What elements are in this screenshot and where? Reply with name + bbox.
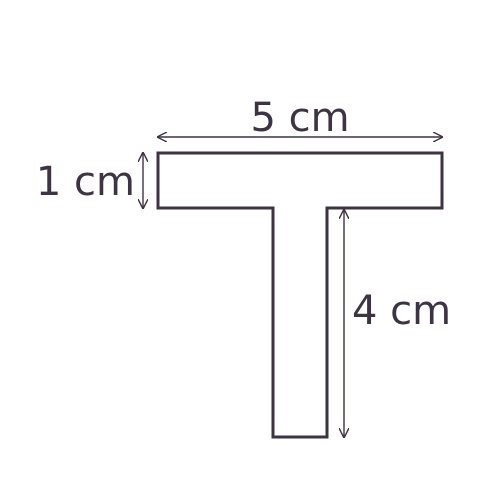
stem-height-label: 4 cm bbox=[352, 288, 451, 334]
t-shape-outline bbox=[156, 151, 444, 439]
bar-height-label: 1 cm bbox=[36, 159, 135, 205]
top-width-label: 5 cm bbox=[250, 95, 349, 141]
